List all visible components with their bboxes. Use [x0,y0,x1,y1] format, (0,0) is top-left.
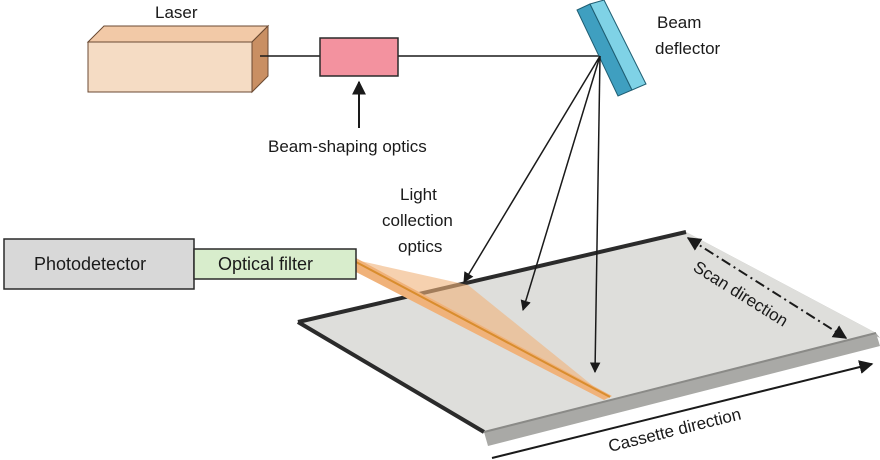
beam-deflector-label-line1: Beam [657,13,701,32]
beam-deflector-label-line2: deflector [655,39,721,58]
laser-front-face [87,41,253,93]
photodetector-label: Photodetector [34,254,146,274]
optical-filter-box [193,248,357,280]
laser-label: Laser [155,3,198,22]
laser-top-face [86,25,270,43]
optical-filter-label: Optical filter [218,254,313,274]
plate-left-edge [296,320,486,434]
light-collection-label-line3: optics [398,237,442,256]
light-collection-label-line2: collection [382,211,453,230]
cassette-direction-arrow [491,360,874,459]
collection-optics-edge [355,261,611,398]
imaging-plate [296,230,880,446]
beam-shaping-optics-label: Beam-shaping optics [268,137,427,156]
deflected-beam-1 [463,55,601,283]
deflected-beam-2 [520,55,601,312]
light-collection-optics [355,258,612,400]
deflected-beam-3 [589,55,601,374]
plate-back-edge [297,230,687,324]
plate-front-edge [483,332,877,433]
light-collection-label-line1: Light [400,185,437,204]
scan-direction-arrow [686,237,848,339]
beam-deflector [576,0,647,97]
deflector-face [589,0,647,91]
plate-front-side [484,333,880,446]
laser [86,24,270,94]
beam-shaping-optics-box [319,37,399,77]
plate-surface [298,232,876,432]
